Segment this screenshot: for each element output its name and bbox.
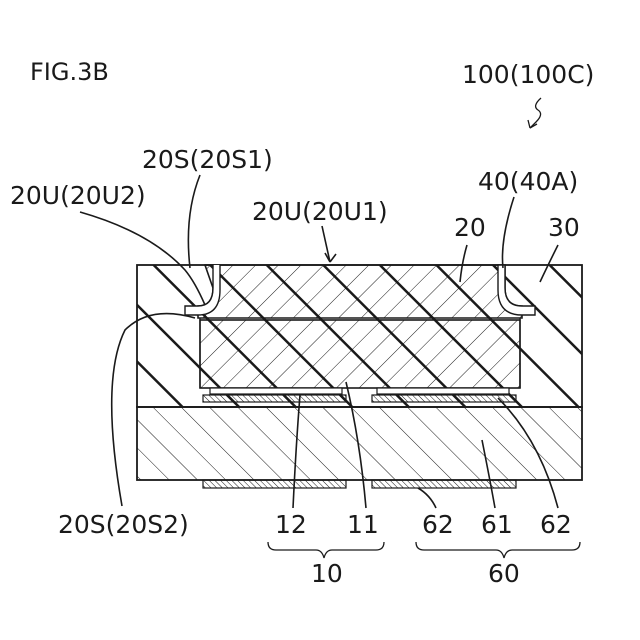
label-30: 30: [548, 213, 580, 242]
label-62-a: 62: [422, 510, 454, 539]
label-10: 10: [311, 559, 343, 588]
pad-62-top-left: [203, 395, 346, 402]
figure-title: FIG.3B: [30, 58, 109, 86]
label-20s1: 20S(20S1): [142, 145, 273, 174]
reference-squiggle: [530, 98, 541, 128]
label-20: 20: [454, 213, 486, 242]
chip-11: [200, 320, 520, 388]
brace-10: [268, 542, 384, 558]
pad-12-right: [377, 388, 509, 394]
pad-62-top-right: [372, 395, 516, 402]
pad-12-left: [210, 388, 342, 394]
label-12: 12: [275, 510, 307, 539]
label-20s2: 20S(20S2): [58, 510, 189, 539]
pad-62-bottom-left: [203, 480, 346, 488]
leader-20u1: [322, 226, 330, 262]
cover-20: [198, 265, 522, 318]
label-40: 40(40A): [478, 167, 578, 196]
leader-20s1: [188, 175, 200, 268]
label-20u1: 20U(20U1): [252, 197, 388, 226]
label-62-b: 62: [540, 510, 572, 539]
brace-60: [416, 542, 580, 558]
label-61: 61: [481, 510, 513, 539]
label-11: 11: [347, 510, 379, 539]
label-60: 60: [488, 559, 520, 588]
leader-40: [502, 197, 514, 268]
leader-62-a: [418, 488, 436, 508]
label-20u2: 20U(20U2): [10, 181, 146, 210]
figure-reference: 100(100C): [462, 60, 594, 89]
pad-62-bottom-right: [372, 480, 516, 488]
